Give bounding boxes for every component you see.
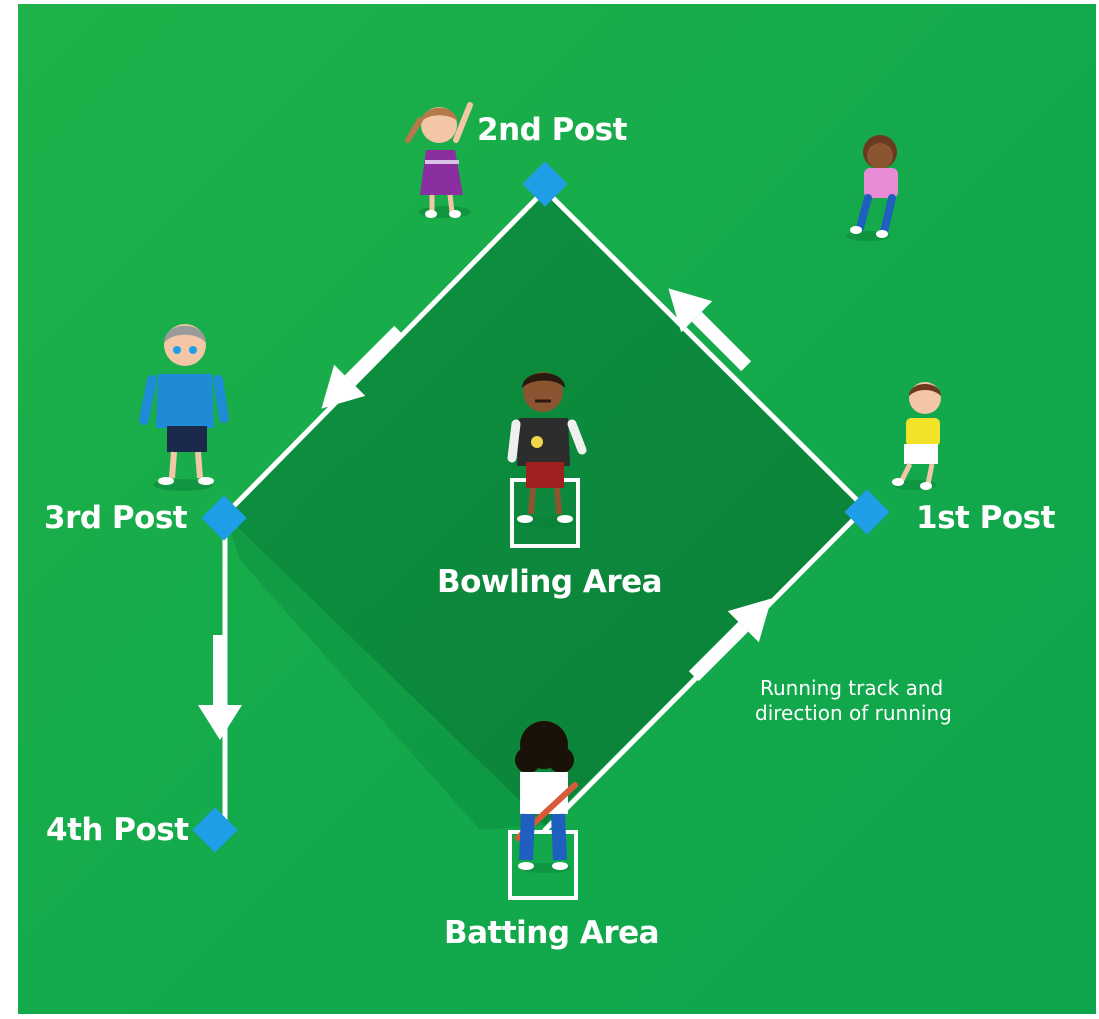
direction-arrow-to-1st <box>688 598 772 682</box>
player-girl-top-right <box>846 135 898 241</box>
label-2nd-post: 2nd Post <box>477 112 627 148</box>
direction-arrow-to-2nd <box>668 288 752 372</box>
post-2nd <box>522 161 568 207</box>
batting-area-box <box>508 830 578 900</box>
post-3rd <box>201 495 247 541</box>
label-bowling-area: Bowling Area <box>437 564 663 600</box>
label-3rd-post: 3rd Post <box>44 500 188 536</box>
post-4th <box>192 807 238 853</box>
label-1st-post: 1st Post <box>916 500 1055 536</box>
player-batter <box>515 721 578 873</box>
label-batting-area: Batting Area <box>444 915 660 951</box>
annotation-line-2: direction of running <box>755 701 952 725</box>
direction-arrow-to-4th <box>198 635 242 740</box>
label-4th-post: 4th Post <box>46 812 189 848</box>
player-grandma <box>139 324 229 491</box>
player-girl-waving <box>405 102 473 218</box>
player-boy-right <box>892 382 941 490</box>
infield-shadow <box>225 515 545 830</box>
annotation-line-1: Running track and <box>760 676 944 700</box>
running-track-annotation: Running track and direction of running <box>755 676 952 726</box>
player-bowler <box>507 372 587 528</box>
direction-arrow-to-3rd <box>321 325 405 409</box>
